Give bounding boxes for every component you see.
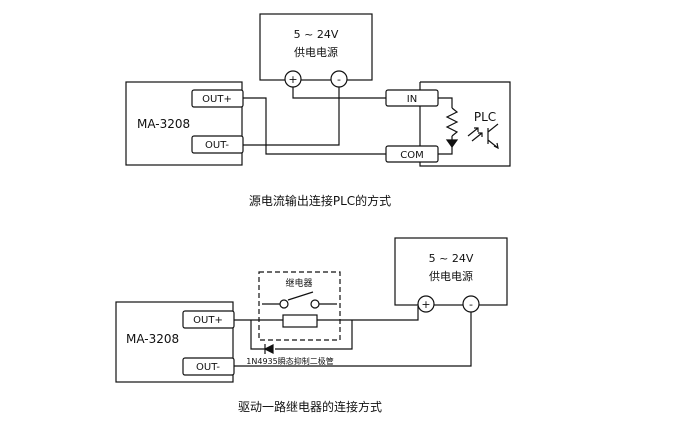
power-supply-box-2 xyxy=(394,237,508,306)
wire-diode-left xyxy=(250,320,265,350)
plc-in-label: IN xyxy=(407,94,417,105)
wire-psu-minus-to-out-minus xyxy=(243,87,340,146)
wire-coil-to-psu-plus xyxy=(317,306,419,321)
diode-label: 1N4935瞬态抑制二极管 xyxy=(246,356,333,366)
psu-plus-sign-1: + xyxy=(288,73,297,86)
caption-1: 源电流输出连接PLC的方式 xyxy=(249,193,391,208)
psu-minus-sign-1: - xyxy=(337,73,341,86)
led-icon xyxy=(445,139,459,149)
relay-coil xyxy=(282,314,318,328)
wire-diode-right xyxy=(275,320,353,350)
relay-contact-right xyxy=(310,299,320,309)
caption-2: 驱动一路继电器的连接方式 xyxy=(238,399,382,414)
psu-voltage-label-1: 5 ~ 24V xyxy=(294,28,339,41)
psu-plus-sign-2: + xyxy=(421,298,430,311)
device-label-1: MA-3208 xyxy=(137,117,190,131)
wire-out-plus-to-com xyxy=(243,97,386,155)
resistor-icon xyxy=(445,107,459,137)
plc-internal-wire-top xyxy=(438,97,453,108)
light-arrow-icon xyxy=(467,127,479,137)
plc-box xyxy=(419,81,511,167)
relay-switch-arm xyxy=(287,291,314,301)
wire-psu-plus-to-in xyxy=(292,87,386,99)
light-arrow-icon-2 xyxy=(471,132,483,142)
relay-box xyxy=(258,271,341,341)
diode-icon xyxy=(263,344,274,354)
device-box-2 xyxy=(115,301,234,383)
diagram-relay-drive xyxy=(115,237,508,383)
power-supply-box-1 xyxy=(259,13,373,81)
plc-label: PLC xyxy=(474,110,496,124)
diagram2-text: 5 ~ 24V 供电电源 + - MA-3208 OUT+ OUT- 继电器 1… xyxy=(126,252,474,414)
diagram1-text: 5 ~ 24V 供电电源 + - MA-3208 OUT+ OUT- IN CO… xyxy=(137,28,496,208)
psu-label-1: 供电电源 xyxy=(294,45,338,59)
relay-contact-left xyxy=(279,299,289,309)
psu-plus-terminal-2 xyxy=(417,295,435,313)
relay-label: 继电器 xyxy=(285,277,312,289)
transistor-emitter-arrow xyxy=(493,142,499,150)
out-plus-label-2: OUT+ xyxy=(193,315,223,326)
plc-com-label: COM xyxy=(400,150,423,161)
out-plus-label-1: OUT+ xyxy=(202,94,232,105)
psu-voltage-label-2: 5 ~ 24V xyxy=(429,252,474,265)
diagram-source-current-plc xyxy=(125,13,511,167)
phototransistor-icon xyxy=(487,123,499,149)
wire-out-minus-to-psu-minus xyxy=(234,312,472,367)
psu-label-2: 供电电源 xyxy=(429,269,473,283)
device-label-2: MA-3208 xyxy=(126,332,179,346)
out-minus-label-2: OUT- xyxy=(196,362,220,373)
out-minus-label-1: OUT- xyxy=(205,140,229,151)
psu-minus-sign-2: - xyxy=(469,298,473,311)
device-box-1 xyxy=(125,81,243,166)
